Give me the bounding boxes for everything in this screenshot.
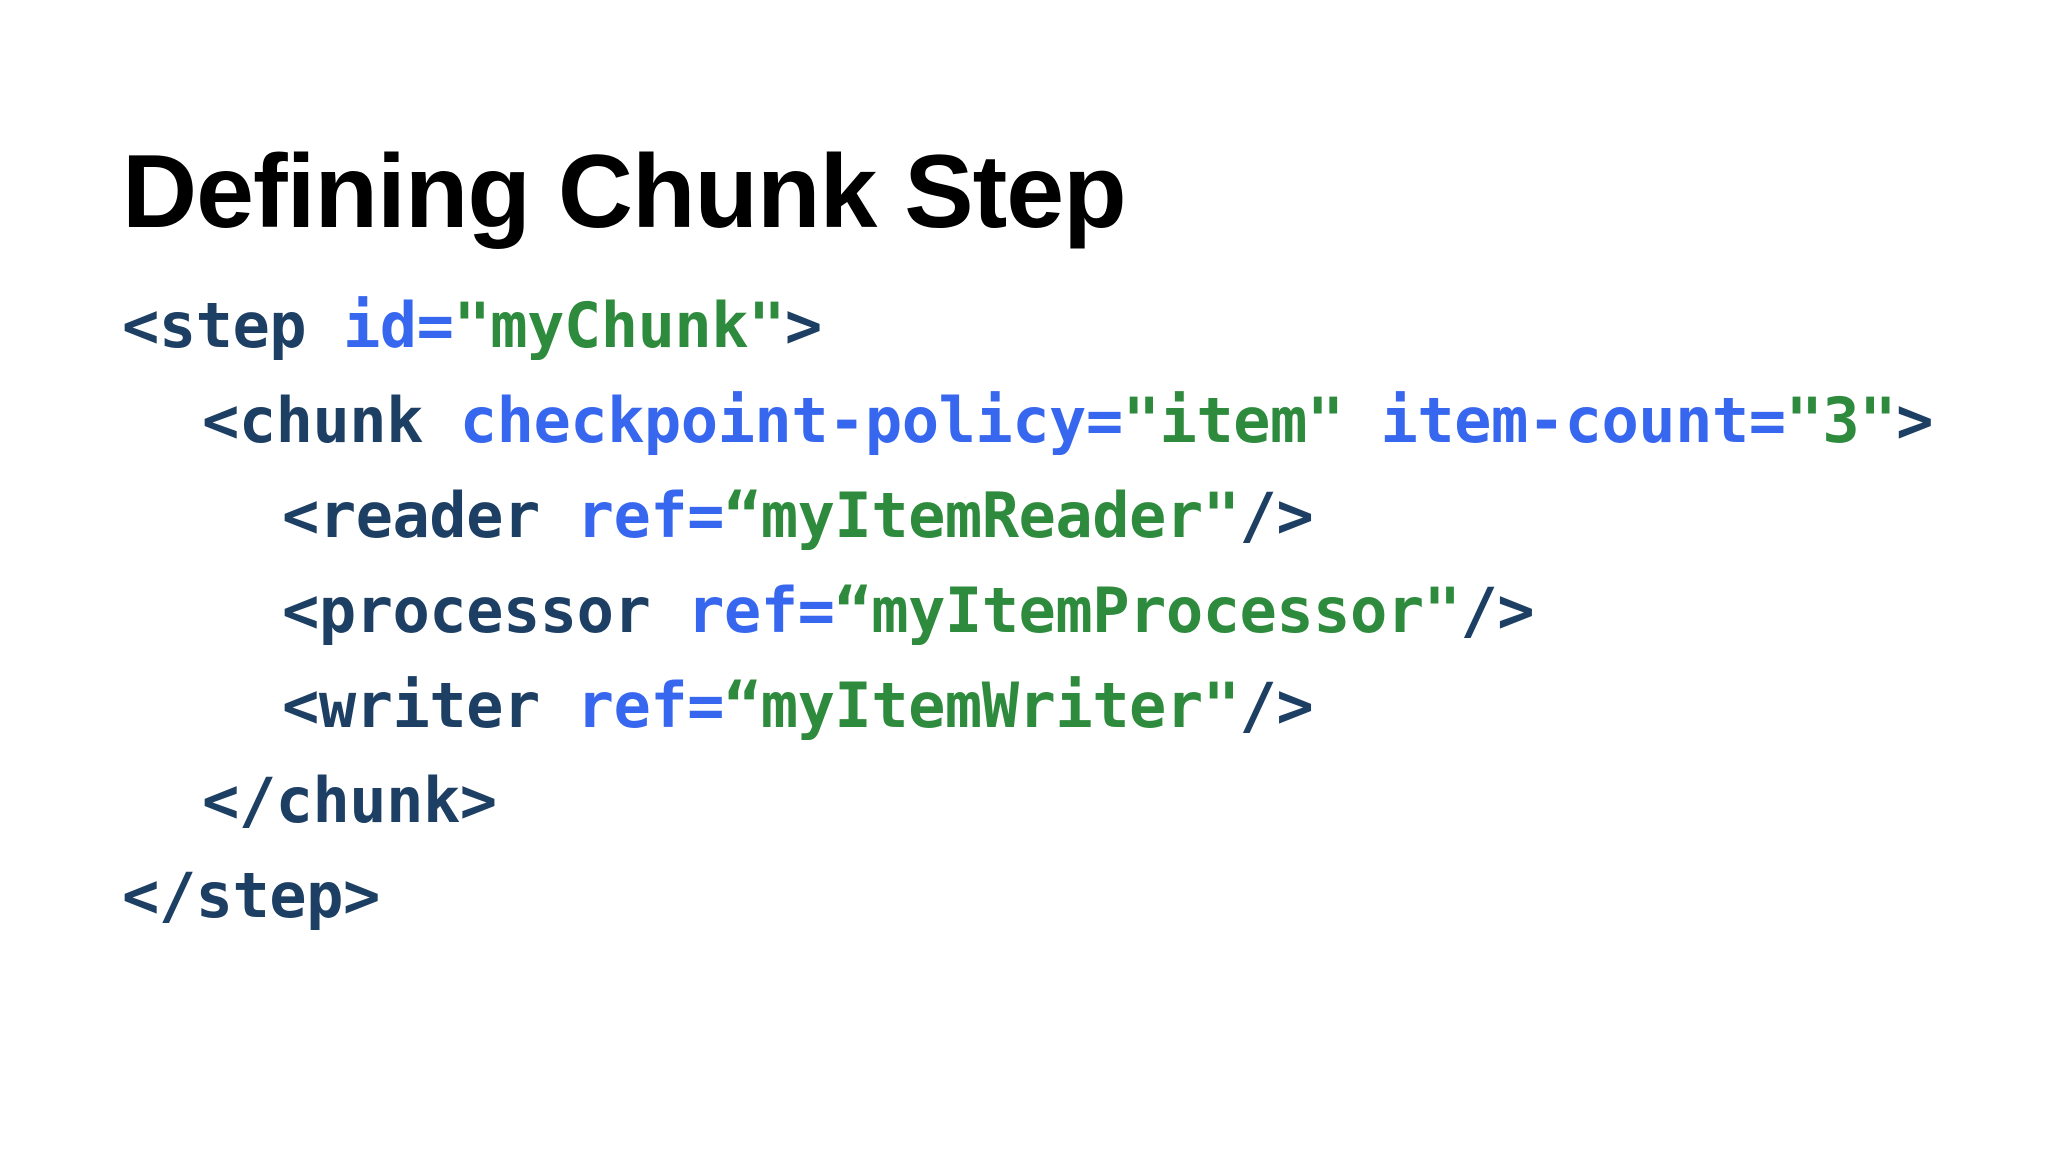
code-token-value: “myItemProcessor" xyxy=(834,574,1461,647)
code-token-attr: ref= xyxy=(687,574,835,647)
code-token-value: "myChunk" xyxy=(453,289,785,362)
code-line: </step> xyxy=(122,865,1972,960)
code-line: <processor ref=“myItemProcessor"/> xyxy=(122,580,1972,675)
code-token-space xyxy=(650,574,687,647)
code-token-tag: <step xyxy=(122,289,307,362)
code-token-space xyxy=(1344,384,1381,457)
code-token-tag: /> xyxy=(1239,479,1314,552)
code-token-space xyxy=(540,479,577,552)
code-line: <reader ref=“myItemReader"/> xyxy=(122,485,1972,580)
code-token-tag: <writer xyxy=(282,669,540,742)
code-token-value: "3" xyxy=(1785,384,1897,457)
code-line: </chunk> xyxy=(122,770,1972,865)
page-title: Defining Chunk Step xyxy=(122,133,1127,250)
xml-code-block: <step id="myChunk"><chunk checkpoint-pol… xyxy=(122,295,1972,960)
code-line: <chunk checkpoint-policy="item" item-cou… xyxy=(122,390,1972,485)
code-token-tag: > xyxy=(784,289,822,362)
code-token-space xyxy=(423,384,460,457)
code-token-attr: checkpoint-policy= xyxy=(459,384,1123,457)
code-token-attr: ref= xyxy=(576,669,725,742)
code-token-tag: /> xyxy=(1239,669,1314,742)
code-token-tag: <chunk xyxy=(202,384,423,457)
code-token-attr: id= xyxy=(342,289,454,362)
code-line: <writer ref=“myItemWriter"/> xyxy=(122,675,1972,770)
code-token-value: “myItemWriter" xyxy=(723,669,1240,742)
code-line: <step id="myChunk"> xyxy=(122,295,1972,390)
code-token-tag: <processor xyxy=(282,574,651,647)
code-token-tag: </chunk> xyxy=(202,764,497,837)
code-token-tag: </step> xyxy=(122,859,380,932)
code-token-space xyxy=(306,289,343,362)
code-token-tag: /> xyxy=(1460,574,1535,647)
code-token-tag: <reader xyxy=(282,479,540,552)
code-token-space xyxy=(540,669,577,742)
code-token-attr: ref= xyxy=(576,479,725,552)
code-token-value: “myItemReader" xyxy=(723,479,1240,552)
code-token-value: "item" xyxy=(1122,384,1344,457)
code-token-tag: > xyxy=(1896,384,1933,457)
code-token-attr: item-count= xyxy=(1380,384,1786,457)
